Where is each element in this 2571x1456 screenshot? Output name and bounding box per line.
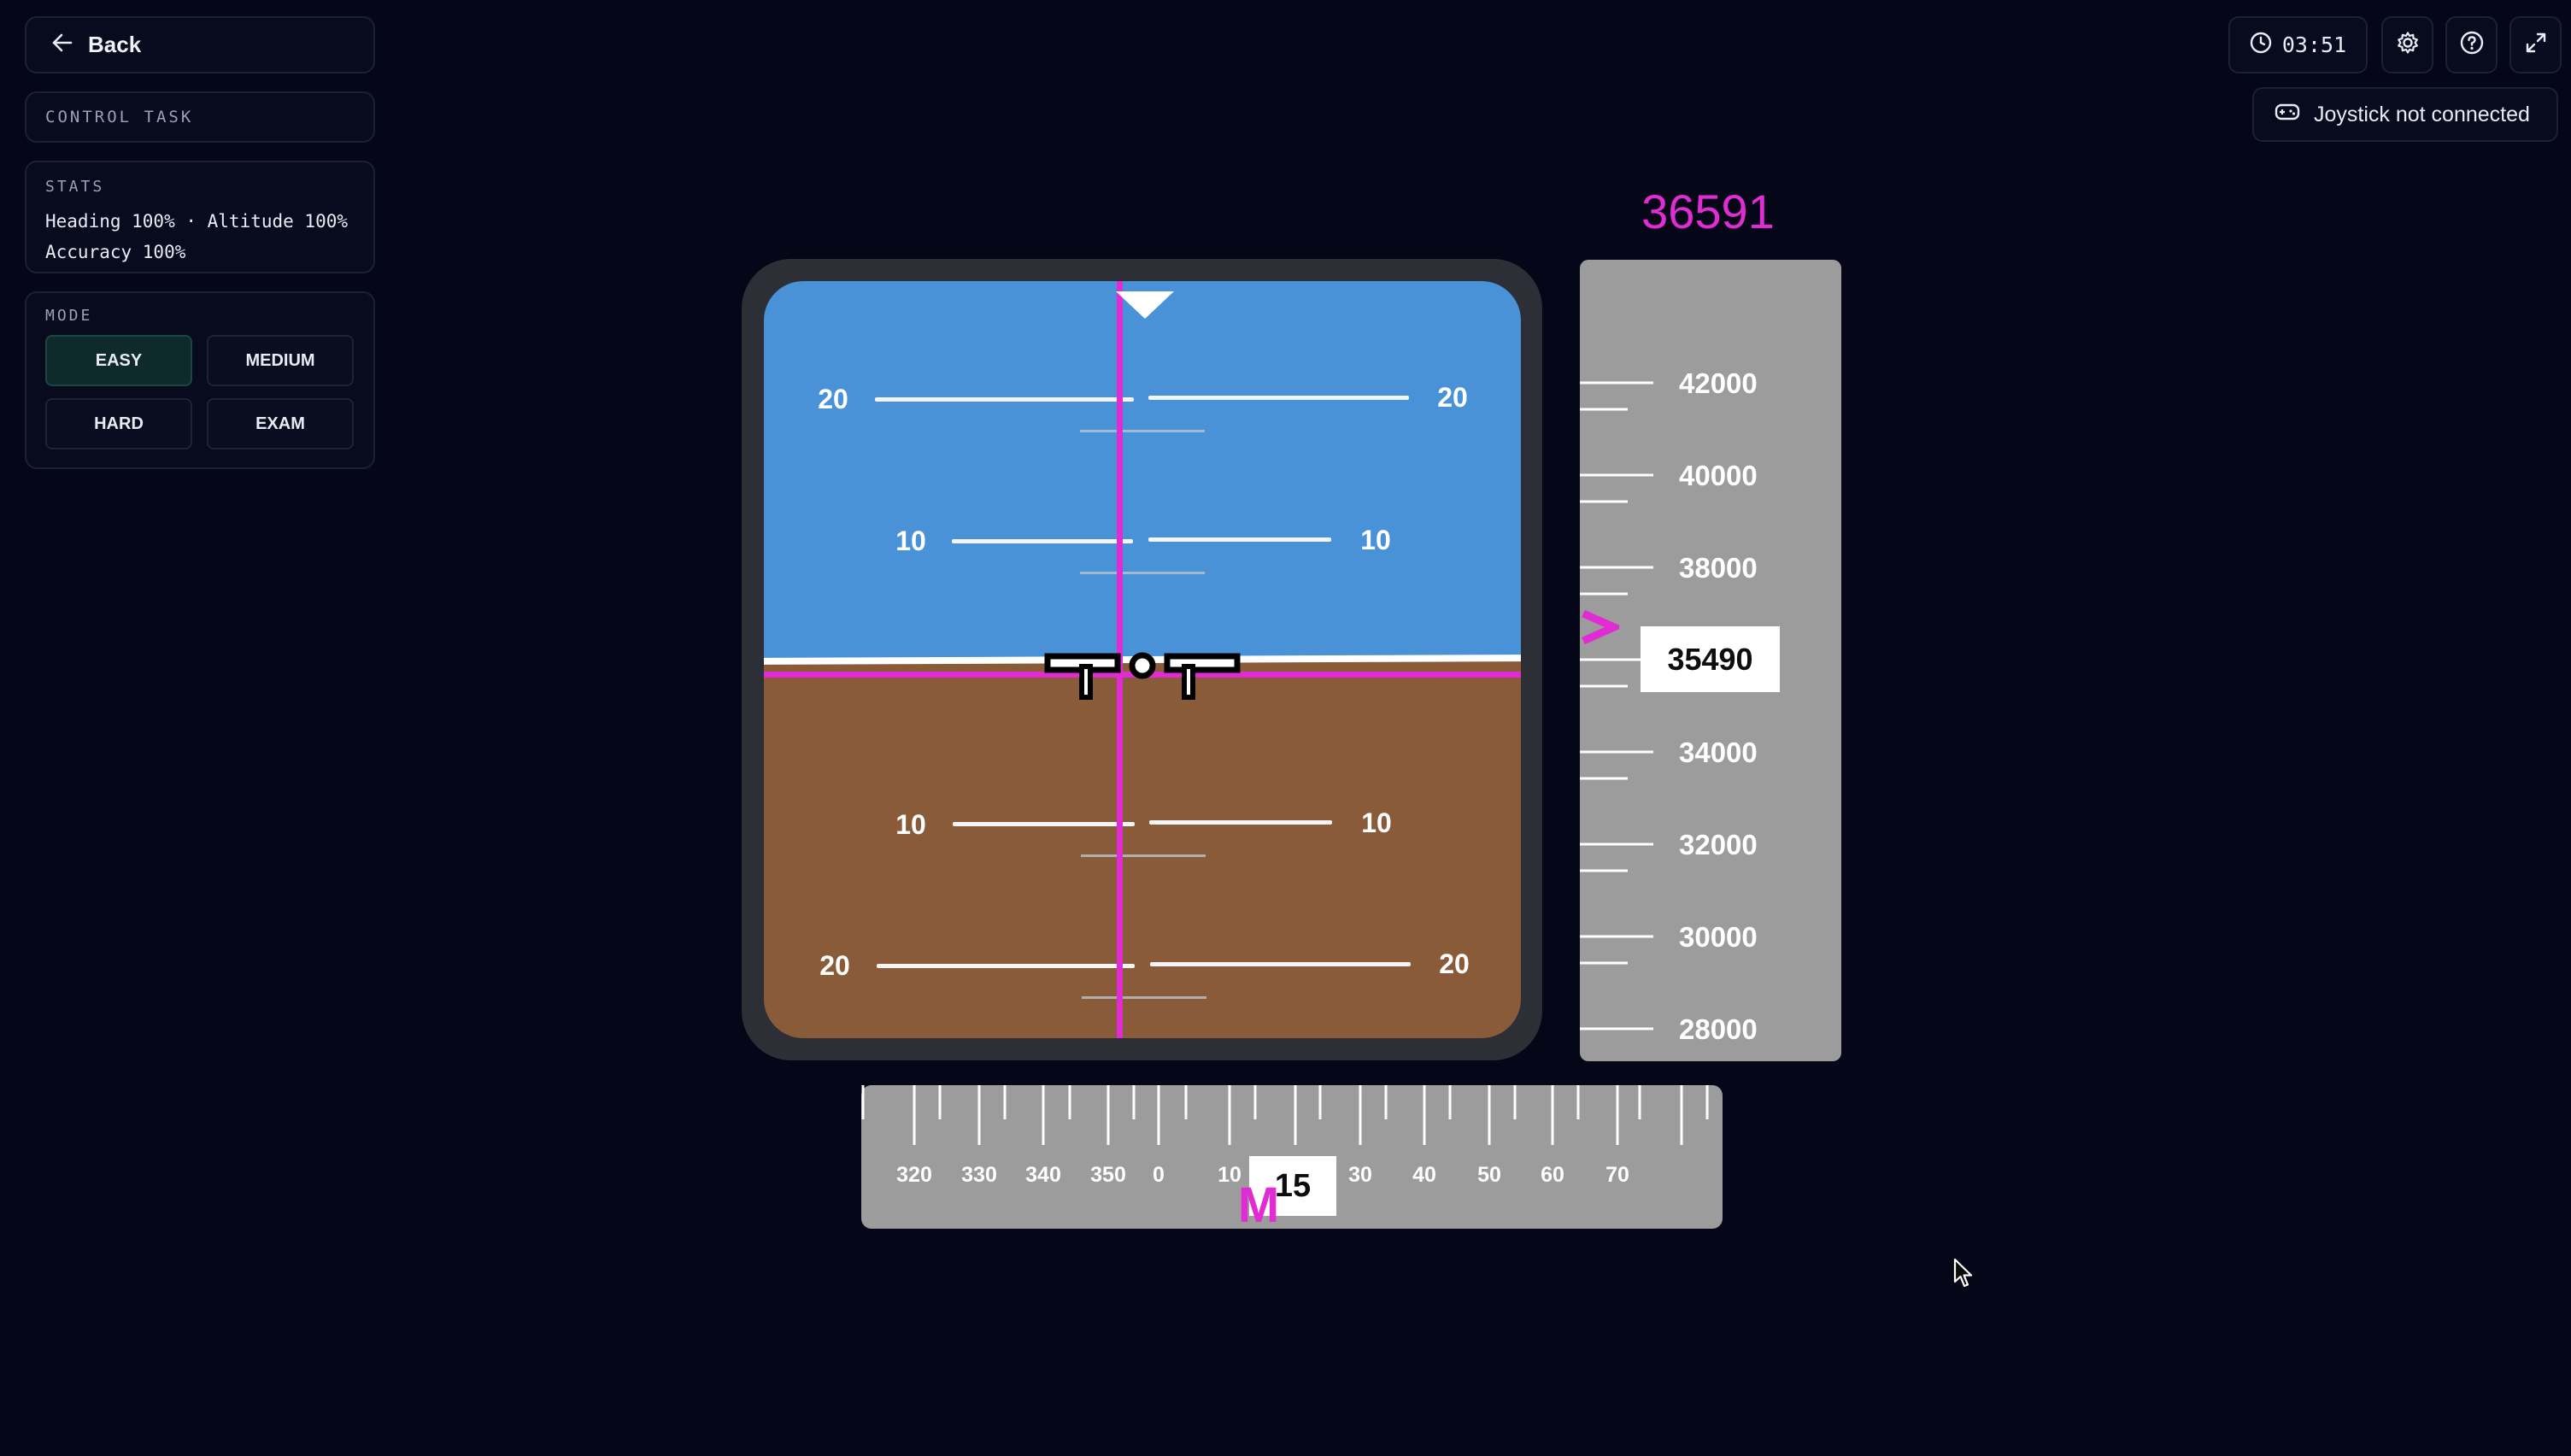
mouse-cursor-icon	[1953, 1258, 1975, 1293]
sky	[764, 281, 1521, 660]
joystick-status: Joystick not connected	[2252, 87, 2558, 142]
altitude-tick-40000: 40000	[1679, 460, 1758, 491]
altitude-tick-28000: 28000	[1679, 1013, 1758, 1045]
joystick-status-text: Joystick not connected	[2314, 102, 2530, 126]
mode-card: MODE EASY MEDIUM HARD EXAM	[25, 291, 375, 469]
heading-tick-330: 330	[961, 1163, 997, 1187]
pitch-line-up20-left	[875, 397, 1134, 402]
mode-medium-button[interactable]: MEDIUM	[207, 335, 354, 386]
back-button[interactable]: Back	[25, 16, 375, 73]
heading-tick-10: 10	[1218, 1163, 1241, 1187]
stats-card: STATS Heading 100% · Altitude 100% Accur…	[25, 161, 375, 273]
timer-value: 03:51	[2281, 32, 2347, 57]
pitch-label-down10-left: 10	[895, 809, 926, 840]
gamepad-icon	[2275, 102, 2300, 128]
pitch-label-up20-left: 20	[818, 384, 848, 414]
heading-tick-70: 70	[1605, 1163, 1629, 1187]
pitch-line-down5	[1081, 854, 1206, 857]
attitude-indicator: 20 20 10 10 10 10 20 20	[764, 281, 1521, 1038]
heading-tick-40: 40	[1412, 1163, 1436, 1187]
mode-hard-button[interactable]: HARD	[45, 398, 192, 449]
pitch-line-down10-right	[1149, 820, 1332, 825]
altitude-readout: 35490	[1641, 626, 1780, 692]
pitch-line-up10-right	[1148, 537, 1331, 542]
pitch-label-up20-right: 20	[1437, 382, 1468, 413]
altitude-tick-32000: 32000	[1679, 829, 1758, 860]
aircraft-symbol-icon	[1044, 648, 1241, 707]
heading-tick-0: 0	[1153, 1163, 1165, 1187]
mode-title: MODE	[45, 307, 93, 325]
timer: 03:51	[2228, 16, 2368, 73]
pitch-line-up10-left	[952, 539, 1133, 543]
mode-exam-button[interactable]: EXAM	[207, 398, 354, 449]
heading-readout: 15	[1249, 1156, 1336, 1216]
pitch-line-up15	[1080, 430, 1205, 432]
roll-pointer	[1116, 291, 1174, 319]
altitude-tick-34000: 34000	[1679, 737, 1758, 768]
clock-icon	[2250, 32, 2272, 59]
task-title: CONTROL TASK	[25, 91, 375, 143]
pitch-label-down20-right: 20	[1439, 948, 1470, 979]
help-button[interactable]	[2445, 16, 2498, 73]
stats-heading-altitude: Heading 100% · Altitude 100%	[45, 211, 349, 232]
pitch-label-down10-right: 10	[1361, 807, 1392, 838]
ground	[764, 660, 1521, 1038]
heading-tick-60: 60	[1541, 1163, 1564, 1187]
help-icon	[2460, 31, 2484, 59]
pitch-line-up20-right	[1148, 396, 1409, 400]
altitude-target: 36591	[1641, 185, 1775, 238]
altitude-tick-42000: 42000	[1679, 367, 1758, 399]
back-label: Back	[88, 32, 142, 57]
stats-accuracy: Accuracy 100%	[45, 242, 186, 262]
pitch-line-up5	[1080, 572, 1205, 574]
heading-tick-340: 340	[1025, 1163, 1061, 1187]
heading-bug: M	[1237, 1177, 1280, 1233]
fullscreen-button[interactable]	[2509, 16, 2562, 73]
pitch-line-down20-right	[1150, 962, 1411, 966]
stats-title: STATS	[45, 178, 105, 196]
altitude-tick-30000: 30000	[1679, 921, 1758, 953]
arrow-left-icon	[52, 32, 73, 58]
mode-easy-button[interactable]: EASY	[45, 335, 192, 386]
pitch-line-down20-left	[877, 964, 1135, 968]
heading-tick-30: 30	[1348, 1163, 1372, 1187]
fullscreen-icon	[2525, 32, 2547, 58]
altitude-tick-38000: 38000	[1679, 552, 1758, 584]
gear-icon	[2396, 31, 2420, 59]
altitude-bug-icon	[1578, 608, 1624, 650]
pitch-label-down20-left: 20	[819, 950, 850, 981]
pitch-line-down25	[1082, 996, 1206, 999]
heading-tick-320: 320	[896, 1163, 932, 1187]
pitch-label-up10-right: 10	[1360, 525, 1391, 555]
heading-tick-350: 350	[1090, 1163, 1126, 1187]
settings-button[interactable]	[2381, 16, 2433, 73]
pitch-line-down10-left	[953, 822, 1135, 826]
heading-tick-50: 50	[1477, 1163, 1501, 1187]
pitch-label-up10-left: 10	[895, 525, 926, 556]
